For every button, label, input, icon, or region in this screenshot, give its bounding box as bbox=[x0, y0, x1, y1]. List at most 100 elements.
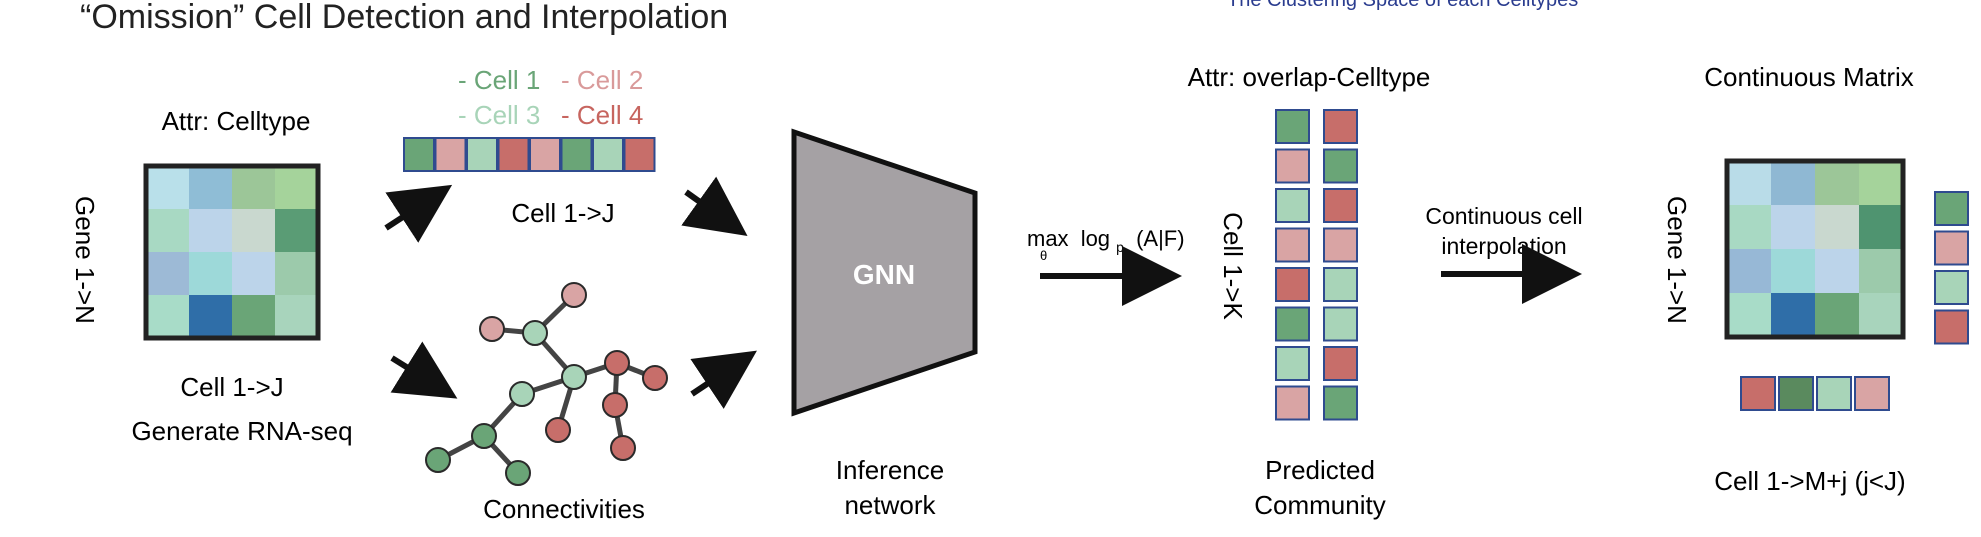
matrix-cell bbox=[146, 166, 189, 209]
output-row-square bbox=[1816, 376, 1852, 411]
cell-strip-square bbox=[403, 137, 435, 172]
output-row-square bbox=[1778, 376, 1814, 411]
graph-node-cell4 bbox=[545, 417, 571, 443]
cell-strip-label: Cell 1->J bbox=[511, 198, 614, 228]
cell-strip-square bbox=[592, 137, 624, 172]
community-square bbox=[1275, 385, 1310, 421]
output-cell-axis-label: Cell 1->M+j (j<J) bbox=[1714, 466, 1905, 496]
matrix-cell bbox=[146, 252, 189, 295]
figure-title: “Omission” Cell Detection and Interpolat… bbox=[80, 0, 728, 36]
community-square bbox=[1275, 267, 1310, 302]
generate-rna-seq-label: Generate RNA-seq bbox=[131, 416, 352, 446]
graph-node-cell1 bbox=[505, 460, 531, 486]
connectivities-label: Connectivities bbox=[483, 494, 645, 524]
community-square bbox=[1275, 346, 1310, 381]
matrix-frame bbox=[1724, 158, 1906, 340]
graph-node-cell4 bbox=[610, 435, 636, 461]
output-column-square bbox=[1934, 270, 1969, 305]
community-square bbox=[1275, 227, 1310, 263]
output-column-square bbox=[1934, 309, 1969, 345]
output-cell-column bbox=[1934, 191, 1969, 345]
graph-node-cell2 bbox=[561, 282, 587, 308]
graph-node-cell1 bbox=[425, 447, 451, 473]
community-square bbox=[1323, 109, 1358, 144]
community-axis-label: Cell 1->K bbox=[1218, 212, 1248, 320]
community-square bbox=[1323, 267, 1358, 302]
matrix-cell bbox=[1727, 293, 1771, 337]
matrix-cell bbox=[275, 295, 318, 338]
graph-node-cell4 bbox=[604, 350, 630, 376]
legend-cell-1: - Cell 1 bbox=[458, 65, 540, 95]
objective-theta: θ bbox=[1040, 248, 1047, 263]
cell-strip-square bbox=[497, 137, 530, 172]
cell-strip-square bbox=[434, 137, 467, 172]
community-square bbox=[1323, 306, 1358, 342]
output-column-square bbox=[1934, 230, 1969, 266]
matrix-cell bbox=[275, 252, 318, 295]
inference-network-label-line2: network bbox=[844, 490, 936, 520]
connectivity-graph bbox=[425, 282, 668, 486]
matrix-cell bbox=[189, 166, 232, 209]
community-square bbox=[1275, 188, 1310, 223]
predicted-community-label-line1: Predicted bbox=[1265, 455, 1375, 485]
matrix-cell bbox=[1859, 161, 1903, 205]
matrix-cell bbox=[1727, 161, 1771, 205]
matrix-cell bbox=[1815, 293, 1859, 337]
matrix-cell bbox=[1815, 161, 1859, 205]
matrix-cell bbox=[1727, 249, 1771, 293]
community-square bbox=[1275, 306, 1310, 342]
community-square bbox=[1323, 385, 1358, 421]
input-cell-axis-label: Cell 1->J bbox=[180, 372, 283, 402]
legend-cell-2: - Cell 2 bbox=[561, 65, 643, 95]
matrix-cell bbox=[275, 166, 318, 209]
matrix-cell bbox=[275, 209, 318, 252]
cell-strip-square bbox=[623, 137, 656, 172]
objective-sub-p: p bbox=[1116, 239, 1124, 255]
community-square bbox=[1275, 109, 1310, 144]
cell-strip-square bbox=[529, 137, 561, 172]
community-square bbox=[1323, 148, 1358, 184]
matrix-cell bbox=[1859, 249, 1903, 293]
matrix-cell bbox=[1727, 205, 1771, 249]
arrow-strip-to-gnn bbox=[681, 176, 748, 236]
graph-node-cell1 bbox=[471, 423, 497, 449]
objective-log: log bbox=[1081, 226, 1110, 251]
cell-strip-square bbox=[560, 137, 593, 172]
community-square bbox=[1323, 188, 1358, 223]
community-square bbox=[1323, 346, 1358, 381]
matrix-cell bbox=[146, 295, 189, 338]
graph-node-cell2 bbox=[479, 316, 505, 342]
gnn-label: GNN bbox=[853, 259, 915, 290]
matrix-cell bbox=[1771, 293, 1815, 337]
community-square bbox=[1275, 148, 1310, 184]
objective-formula: max log p (A|F) bbox=[1027, 226, 1185, 257]
objective-arg: (A|F) bbox=[1136, 226, 1184, 251]
graph-node-cell3 bbox=[509, 381, 535, 407]
inference-network-label-line1: Inference bbox=[836, 455, 944, 485]
output-column-square bbox=[1934, 191, 1969, 226]
matrix-cell bbox=[232, 209, 275, 252]
top-right-caption: The Clustering Space of each Celltypes bbox=[1227, 0, 1578, 11]
matrix-cell bbox=[1771, 249, 1815, 293]
gnn-trapezoid bbox=[791, 128, 978, 417]
matrix-cell bbox=[1815, 205, 1859, 249]
matrix-cell bbox=[232, 166, 275, 209]
input-gene-axis-label: Gene 1->N bbox=[70, 196, 100, 324]
matrix-cell bbox=[189, 252, 232, 295]
output-gene-axis-label: Gene 1->N bbox=[1662, 196, 1692, 324]
graph-node-cell3 bbox=[561, 364, 587, 390]
interpolation-label-line2: interpolation bbox=[1441, 233, 1566, 259]
matrix-cell bbox=[1771, 205, 1815, 249]
matrix-cell bbox=[1859, 205, 1903, 249]
matrix-cell bbox=[1771, 161, 1815, 205]
matrix-cell bbox=[232, 252, 275, 295]
community-attr-label: Attr: overlap-Celltype bbox=[1188, 62, 1431, 92]
continuous-matrix-title: Continuous Matrix bbox=[1704, 62, 1914, 92]
input-matrix bbox=[143, 163, 321, 341]
output-row-square bbox=[1740, 376, 1776, 411]
matrix-cell bbox=[189, 209, 232, 252]
cell-type-strip bbox=[403, 137, 656, 172]
legend-cell-3: - Cell 3 bbox=[458, 100, 540, 130]
legend-cell-4: - Cell 4 bbox=[561, 100, 643, 130]
